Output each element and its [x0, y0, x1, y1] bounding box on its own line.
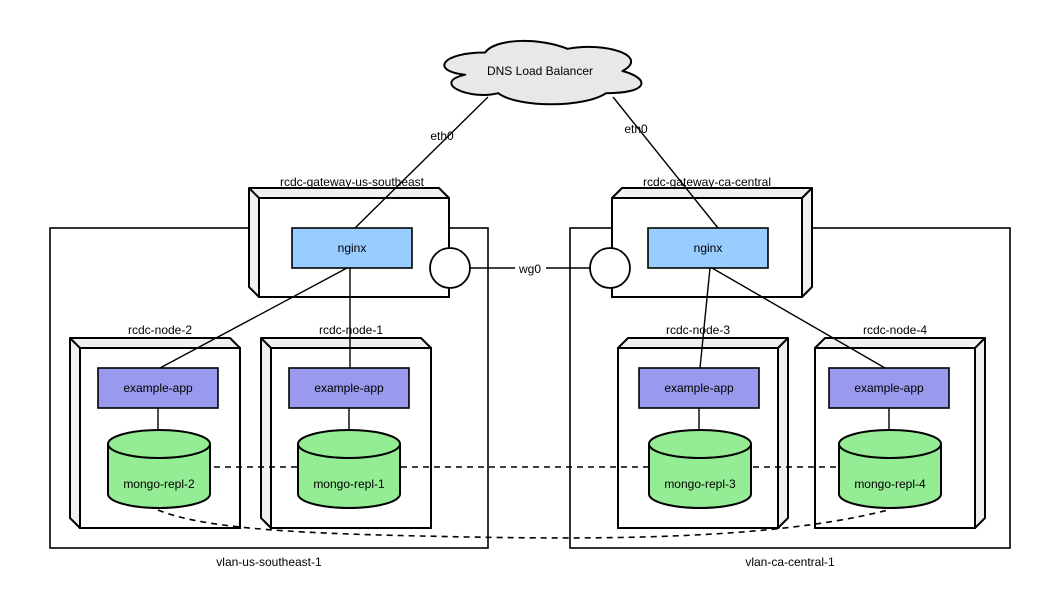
wg0-label: wg0	[518, 262, 541, 276]
interface-labels: eth0 eth0 wg0	[430, 122, 648, 277]
node-box-corner	[974, 337, 986, 349]
node-box-corner	[777, 337, 789, 349]
db-label: mongo-repl-4	[854, 477, 926, 491]
node-label: rcdc-node-2	[128, 323, 192, 337]
mongo-repl-3: mongo-repl-3	[648, 429, 752, 509]
mongo-repl-2: mongo-repl-2	[107, 429, 211, 509]
vlan-label: vlan-ca-central-1	[745, 555, 835, 569]
db-label: mongo-repl-3	[664, 477, 736, 491]
node-rcdc-node-2: rcdc-node-2 example-app	[69, 323, 241, 529]
db-cylinder-rim	[648, 443, 752, 459]
vlan-label: vlan-us-southeast-1	[216, 555, 322, 569]
node-box-corner	[69, 337, 81, 349]
db-cylinder	[297, 429, 401, 509]
db-label: mongo-repl-2	[123, 477, 195, 491]
cloud-icon	[443, 39, 643, 106]
example-app-container	[288, 367, 410, 409]
wg0-label-halo	[515, 260, 546, 277]
example-app-label: example-app	[854, 381, 924, 395]
db-label: mongo-repl-1	[313, 477, 385, 491]
nginx-label: nginx	[694, 241, 723, 255]
mongo-repl-4: mongo-repl-4	[838, 429, 942, 509]
node-label: rcdc-node-3	[666, 323, 730, 337]
wg0-port-us	[429, 247, 471, 289]
nginx-us: nginx	[291, 227, 413, 269]
nginx-ca: nginx	[647, 227, 769, 269]
db-cylinder	[648, 429, 752, 509]
node-label: rcdc-node-1	[319, 323, 383, 337]
link-cloud-gateway-ca	[612, 96, 719, 229]
gateway-box-corner	[248, 187, 260, 199]
db-cylinder-rim	[838, 443, 942, 459]
mongo-repl-1: mongo-repl-1	[297, 429, 401, 509]
mongo-replication-curve	[157, 509, 889, 539]
gateway-box-corner	[801, 187, 813, 199]
db-cylinder	[838, 429, 942, 509]
link-nginx-us-node2	[159, 267, 348, 369]
example-app-label: example-app	[123, 381, 193, 395]
db-cylinder	[107, 429, 211, 509]
link-nginx-ca-node4	[711, 267, 886, 369]
example-app-label: example-app	[664, 381, 734, 395]
eth0-label-us: eth0	[430, 129, 454, 143]
cloud-label: DNS Load Balancer	[487, 64, 593, 78]
cloud-dns-load-balancer: DNS Load Balancer	[443, 39, 643, 106]
nginx-label: nginx	[338, 241, 367, 255]
node-box-corner	[260, 337, 272, 349]
gateway-label: rcdc-gateway-us-southeast	[280, 175, 425, 189]
replication-links	[157, 466, 890, 539]
gateway-label: rcdc-gateway-ca-central	[643, 175, 771, 189]
link-cloud-gateway-us	[354, 96, 489, 229]
link-nginx-ca-node3	[699, 267, 711, 369]
wg0-port-ca	[589, 247, 631, 289]
nginx-container	[291, 227, 413, 269]
nginx-container	[647, 227, 769, 269]
example-app-container	[97, 367, 219, 409]
db-cylinder-rim	[297, 443, 401, 459]
eth0-label-ca: eth0	[624, 122, 648, 136]
db-cylinder-rim	[107, 443, 211, 459]
example-app-label: example-app	[314, 381, 384, 395]
node-label: rcdc-node-4	[863, 323, 927, 337]
